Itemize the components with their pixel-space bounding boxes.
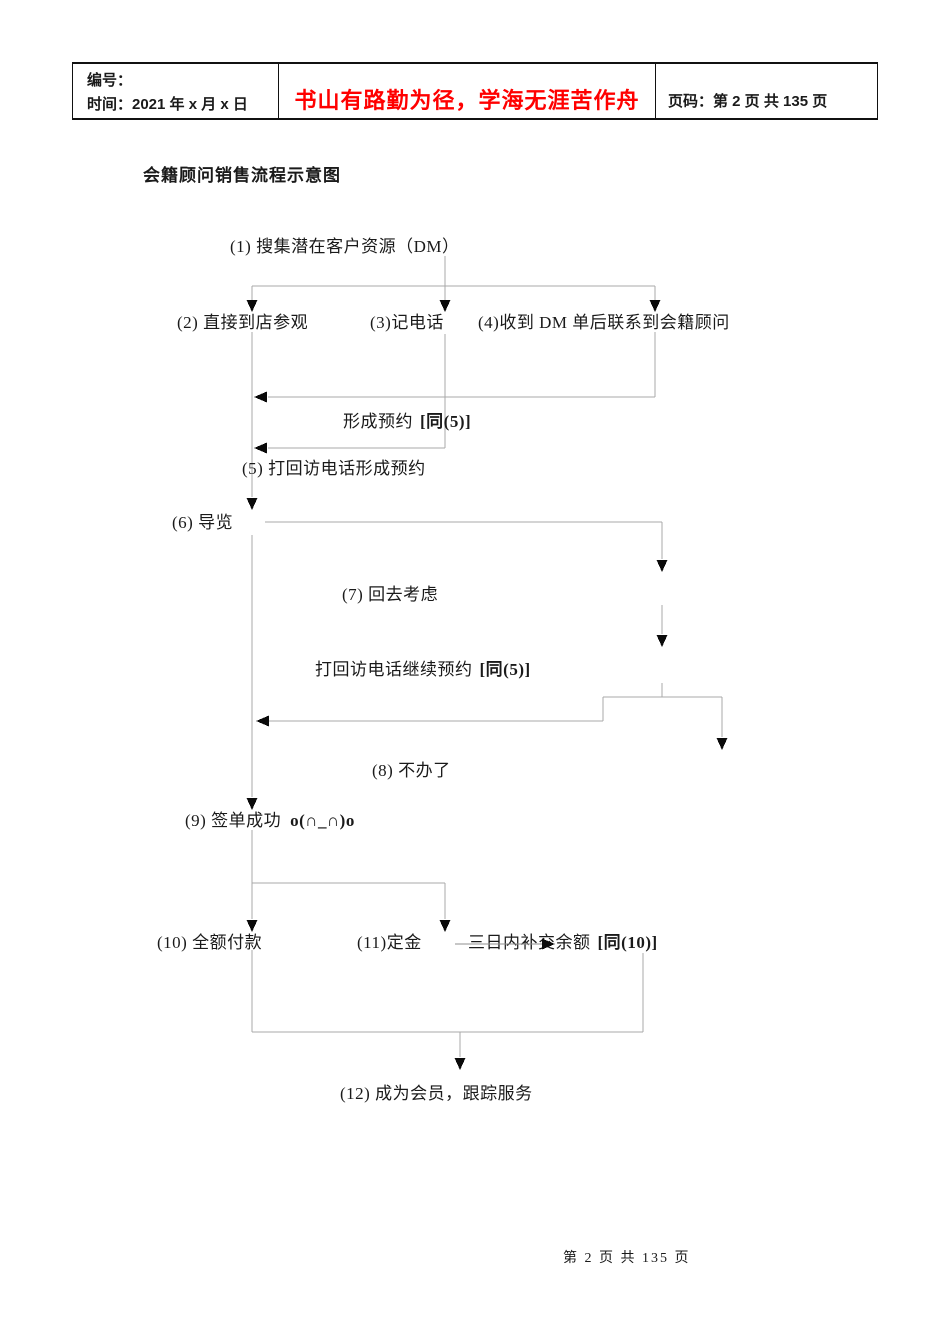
doc-number-label: 编号： bbox=[87, 72, 133, 89]
header-motto-cell: 书山有路勤为径，学海无涯苦作舟 bbox=[279, 64, 656, 118]
step-text: (9) 签单成功 bbox=[185, 811, 282, 830]
step-text: (7) 回去考虑 bbox=[342, 585, 439, 604]
flow-step-11: (11)定金 bbox=[357, 933, 422, 952]
flow-step-12: (12) 成为会员，跟踪服务 bbox=[340, 1084, 533, 1103]
header-meta-cell: 编号： 时间：2021 年 x 月 x 日 bbox=[73, 64, 279, 118]
flow-step-2: (2) 直接到店参观 bbox=[177, 313, 308, 332]
arrow-down-icon bbox=[246, 498, 258, 510]
arrow-down-icon bbox=[246, 798, 258, 810]
flow-step-6: (6) 导览 bbox=[172, 513, 233, 532]
step-text: (2) 直接到店参观 bbox=[177, 313, 309, 332]
motto-text: 书山有路勤为径，学海无涯苦作舟 bbox=[294, 88, 640, 113]
arrow-down-icon bbox=[649, 300, 661, 312]
arrow-down-icon bbox=[439, 300, 451, 312]
arrow-left-icon bbox=[254, 391, 267, 403]
arrow-down-icon bbox=[439, 920, 451, 932]
step-text: (5) 打回访电话形成预约 bbox=[242, 459, 426, 478]
step-text: (8) 不办了 bbox=[372, 761, 451, 780]
step-text: (12) 成为会员，跟踪服务 bbox=[340, 1084, 533, 1103]
flow-note-continue-call: 打回访电话继续预约 [同(5)] bbox=[315, 660, 531, 679]
arrow-down-icon bbox=[656, 635, 668, 647]
step-text: (11)定金 bbox=[357, 933, 422, 952]
arrow-down-icon bbox=[716, 738, 728, 750]
note-ref: [同(5)] bbox=[420, 412, 472, 431]
note-ref: [同(5)] bbox=[479, 660, 531, 679]
note-text: 打回访电话继续预约 bbox=[315, 660, 473, 679]
note-text: 三日内补交余额 bbox=[468, 933, 591, 952]
step-text: (10) 全额付款 bbox=[157, 933, 263, 952]
step-text: (1) 搜集潜在客户资源（DM） bbox=[230, 237, 460, 256]
step-emoticon: o(∩_∩)o bbox=[290, 811, 355, 830]
footer-page-number: 第 2 页 共 135 页 bbox=[563, 1251, 691, 1266]
flow-step-5: (5) 打回访电话形成预约 bbox=[242, 459, 426, 478]
arrow-down-icon bbox=[246, 300, 258, 312]
arrow-left-icon bbox=[254, 442, 267, 454]
arrow-down-icon bbox=[246, 920, 258, 932]
flow-step-8: (8) 不办了 bbox=[372, 761, 451, 780]
doc-time-label: 时间：2021 年 x 月 x 日 bbox=[87, 96, 248, 113]
flow-step-9: (9) 签单成功 o(∩_∩)o bbox=[185, 811, 355, 830]
flow-note-form-appointment: 形成预约 [同(5)] bbox=[343, 412, 471, 431]
arrow-down-icon bbox=[454, 1058, 466, 1070]
header-table: 编号： 时间：2021 年 x 月 x 日 书山有路勤为径，学海无涯苦作舟 页码… bbox=[72, 62, 878, 120]
step-text: (4)收到 DM 单后联系到会籍顾问 bbox=[478, 313, 730, 332]
header-page-cell: 页码：第 2 页 共 135 页 bbox=[656, 64, 877, 118]
arrow-down-icon bbox=[656, 560, 668, 572]
arrow-right-icon bbox=[542, 938, 555, 950]
flow-note-balance: 三日内补交余额 [同(10)] bbox=[468, 933, 658, 952]
step-text: (6) 导览 bbox=[172, 513, 234, 532]
page-number-label: 页码：第 2 页 共 135 页 bbox=[668, 93, 828, 110]
flow-step-1: (1) 搜集潜在客户资源（DM） bbox=[230, 237, 459, 256]
step-text: (3)记电话 bbox=[370, 313, 444, 332]
flow-step-3: (3)记电话 bbox=[370, 313, 444, 332]
flow-step-4: (4)收到 DM 单后联系到会籍顾问 bbox=[478, 313, 730, 332]
flow-step-7: (7) 回去考虑 bbox=[342, 585, 438, 604]
page-title: 会籍顾问销售流程示意图 bbox=[143, 166, 341, 185]
flow-step-10: (10) 全额付款 bbox=[157, 933, 262, 952]
note-text: 形成预约 bbox=[343, 412, 413, 431]
note-ref: [同(10)] bbox=[597, 933, 658, 952]
arrow-left-icon bbox=[256, 715, 269, 727]
